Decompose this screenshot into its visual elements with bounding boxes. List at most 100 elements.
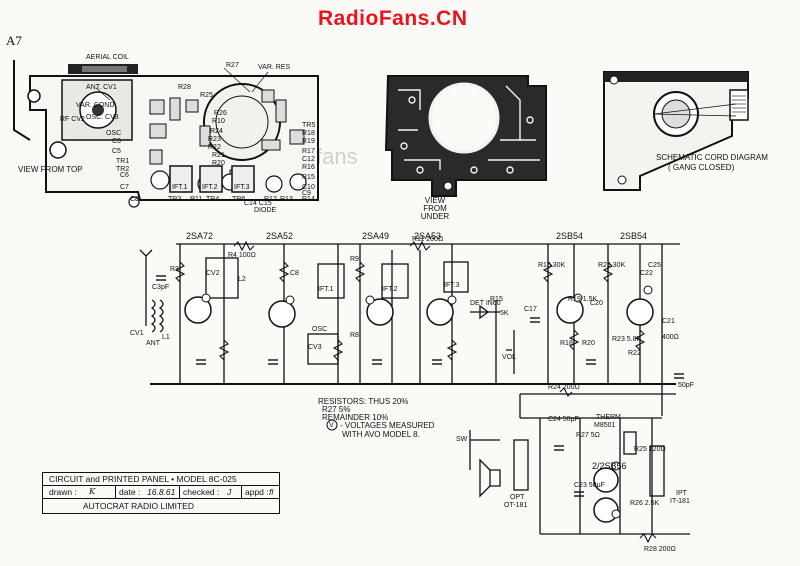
label-r17: R17 — [302, 148, 315, 155]
label-r400: 400Ω — [662, 334, 679, 341]
label-tr3: TR3 — [168, 196, 182, 203]
output-transistor-type: 2/2SB56 — [592, 461, 627, 471]
date-label: date : — [119, 487, 141, 497]
label-cv3: CV3 — [308, 344, 322, 351]
label-tr4: TR4 — [206, 196, 220, 203]
label-r8: R8 — [350, 332, 359, 339]
label-r21: R21 30K — [598, 262, 626, 269]
label-tr5: TR5 — [302, 122, 316, 129]
label-c3pf: C3pF — [152, 284, 170, 291]
label-sw: SW — [456, 436, 468, 443]
cord-diagram-note: ( GANG CLOSED) — [668, 163, 735, 172]
label-r25: R25 120Ω — [634, 446, 666, 453]
cord-diagram-label: SCHEMATIC CORD DIAGRAM — [656, 153, 768, 162]
label-therm: THERM — [596, 414, 621, 421]
drawn-label: drawn : — [49, 487, 77, 497]
label-r26: R26 2.5K — [630, 500, 660, 507]
label-c9: C9 — [302, 190, 311, 197]
appd-value: fl — [269, 487, 274, 497]
label-ift3: IFT.3 — [444, 282, 460, 289]
label-osc-cv3: OSC. CV3 — [86, 114, 119, 121]
label-c6: C6 — [120, 172, 129, 179]
label-c8: C8 — [130, 196, 139, 203]
transistor-tr2-type: 2SA52 — [266, 231, 294, 241]
label-r27: R27 — [226, 62, 239, 69]
title-row: CIRCUIT and PRINTED PANEL • MODEL 8C-025 — [43, 473, 279, 486]
label-c5: C5 — [112, 148, 121, 155]
label-ipt: IPT — [676, 490, 687, 497]
label-c50pf: 50pF — [678, 382, 694, 389]
label-r27: R27 5Ω — [576, 432, 600, 439]
page-code: A7 — [6, 33, 22, 48]
view-from-under-label: VIEW FROM UNDER — [420, 196, 450, 221]
label-r22: R22 — [628, 350, 641, 357]
title-block: CIRCUIT and PRINTED PANEL • MODEL 8C-025… — [42, 472, 280, 514]
note-voltage-1: - VOLTAGES MEASURED — [340, 421, 435, 430]
transistor-tr5-type: 2SB54 — [556, 231, 584, 241]
label-r28: R28 200Ω — [644, 546, 676, 553]
label-r10: R10 — [212, 118, 225, 125]
label-tr2: TR2 — [116, 166, 130, 173]
drawing-title: CIRCUIT and PRINTED PANEL • MODEL 8C-025 — [49, 474, 237, 484]
label-r16: R16 — [302, 164, 315, 171]
label-r22: R22 — [208, 144, 221, 151]
label-aerial-coil: AERIAL COIL — [86, 54, 129, 61]
label-osc: OSC — [312, 326, 328, 333]
label-c17: C17 — [524, 306, 537, 313]
watermark: fans — [316, 144, 358, 169]
label-r19: R19 — [302, 138, 315, 145]
label-r24: R24 200Ω — [548, 384, 580, 391]
company-name: AUTOCRAT RADIO LIMITED — [83, 501, 194, 511]
label-r3: R3 — [170, 266, 179, 273]
label-r20: R20 — [582, 340, 595, 347]
label-cv1: CV1 — [130, 330, 144, 337]
label-tr6: TR6 — [232, 196, 246, 203]
label-r24: R24 — [210, 128, 223, 135]
label-r12: R12 — [264, 196, 277, 203]
label-r21: R21 — [212, 152, 225, 159]
label-det: DET IN60 — [470, 300, 501, 307]
transistor-tr4-type: 2SA53 — [414, 231, 442, 241]
date-value: 16.8.61 — [147, 487, 176, 497]
label-r18: R18 — [560, 340, 573, 347]
label-opt-part: OT-181 — [504, 502, 528, 509]
label-var-res: VAR. RES — [258, 64, 291, 71]
label-r11: R11 200Ω — [412, 236, 444, 243]
label-r23: R23 — [208, 136, 221, 143]
label-ift2: IFT.2 — [202, 184, 218, 191]
label-c23: C23 50μF — [574, 482, 605, 489]
label-cv2: CV2 — [206, 270, 220, 277]
label-var-cond: VAR. COND — [76, 102, 115, 109]
label-r9: R9 — [350, 256, 359, 263]
checked-label: checked : — [183, 487, 220, 497]
label-r4: R4 100Ω — [228, 252, 256, 259]
label-ift1: IFT.1 — [318, 286, 334, 293]
note-resistors-2: R27 5% — [322, 405, 351, 414]
label-l1: L1 — [162, 334, 170, 341]
note-voltage-2: WITH AVO MODEL 8. — [342, 430, 420, 439]
label-c24: C24 50μF — [548, 416, 579, 423]
transistor-tr1-type: 2SA72 — [186, 231, 214, 241]
company-row: AUTOCRAT RADIO LIMITED — [43, 498, 279, 512]
signoff-row: drawn : K date : 16.8.61 checked : J app… — [43, 485, 279, 499]
label-c25: C25 — [648, 262, 661, 269]
label-r26: R26 — [214, 110, 227, 117]
label-diode: DIODE — [254, 207, 277, 214]
label-c22: C22 — [640, 270, 653, 277]
transistor-tr3-type: 2SA49 — [362, 231, 390, 241]
label-r15: R15 — [490, 296, 503, 303]
label-r20: R20 — [212, 160, 225, 167]
label-ant: ANT — [146, 340, 160, 347]
label-c21: C21 — [662, 318, 675, 325]
label-c20: C20 — [590, 300, 603, 307]
label-ift2: IFT.2 — [382, 286, 398, 293]
label-r19: R19 1.5K — [568, 296, 598, 303]
label-c7: C7 — [120, 184, 129, 191]
label-ift1: IFT.1 — [172, 184, 188, 191]
label-r18: R18 — [302, 130, 315, 137]
